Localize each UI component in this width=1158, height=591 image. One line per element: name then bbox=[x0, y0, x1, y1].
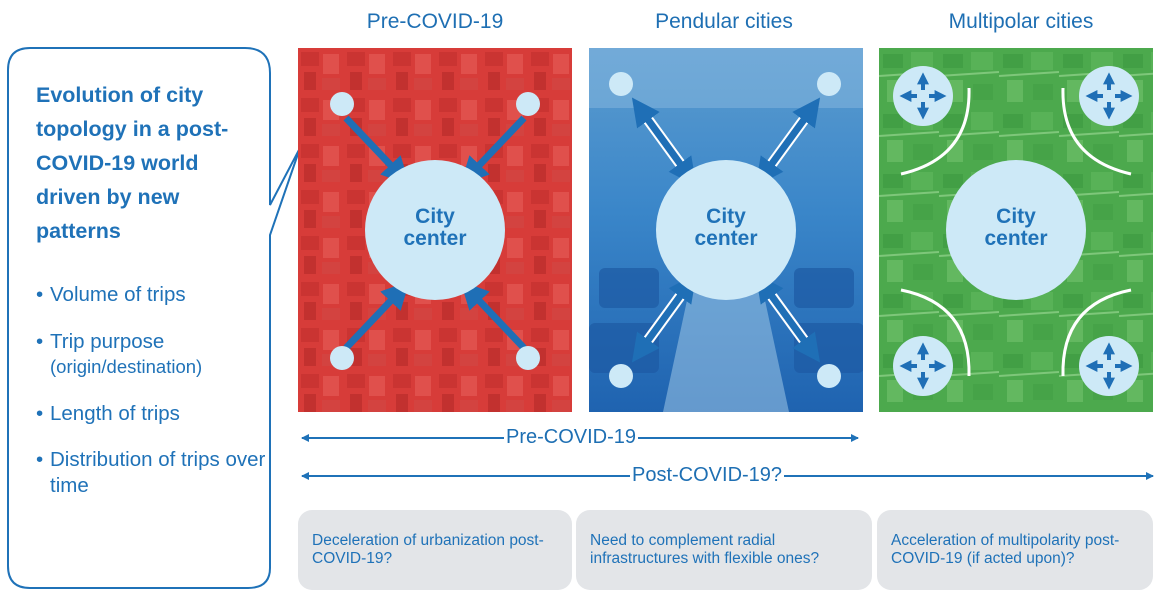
origin-node bbox=[817, 72, 841, 96]
arrow-bidirectional bbox=[755, 97, 821, 187]
list-item: Length of trips bbox=[36, 401, 276, 427]
origin-node bbox=[330, 346, 354, 370]
arrow-bidirectional bbox=[755, 273, 821, 363]
note-pre-covid: Deceleration of urbanization post-COVID-… bbox=[298, 510, 572, 590]
boundary-arc bbox=[1061, 87, 1132, 176]
origin-node bbox=[330, 92, 354, 116]
arrow-bidirectional bbox=[631, 97, 697, 187]
arrow-in bbox=[460, 280, 527, 351]
origin-node bbox=[516, 92, 540, 116]
city-center-circle bbox=[365, 160, 505, 300]
note-multipolar: Acceleration of multipolarity post-COVID… bbox=[877, 510, 1153, 590]
note-pendular: Need to complement radial infrastructure… bbox=[576, 510, 872, 590]
origin-node bbox=[609, 364, 633, 388]
callout-title: Evolution of city topology in a post-COV… bbox=[36, 83, 229, 243]
pattern-list: Volume of trips Trip purpose(origin/dest… bbox=[36, 282, 276, 519]
column-title-pre-covid: Pre-COVID-19 bbox=[366, 10, 504, 33]
arrow-in bbox=[343, 280, 410, 351]
boundary-arc bbox=[1061, 288, 1132, 377]
origin-node bbox=[817, 364, 841, 388]
list-item: Volume of trips bbox=[36, 282, 276, 308]
timeline-pre-covid-label: Pre-COVID-19 bbox=[504, 426, 639, 449]
hub-multidirectional-icon bbox=[893, 336, 953, 396]
arrow-in bbox=[460, 115, 527, 186]
list-item: Distribution of trips over time bbox=[36, 447, 276, 498]
hub-multidirectional-icon bbox=[1079, 336, 1139, 396]
origin-node bbox=[609, 72, 633, 96]
boundary-arc bbox=[900, 288, 971, 377]
city-center-circle bbox=[656, 160, 796, 300]
panel-pre-covid-graphic bbox=[298, 48, 572, 412]
hub-multidirectional-icon bbox=[893, 66, 953, 126]
timeline-post-covid-label: Post-COVID-19? bbox=[630, 464, 785, 487]
arrow-bidirectional bbox=[631, 273, 697, 363]
list-item: Trip purpose(origin/destination) bbox=[36, 329, 276, 380]
hub-multidirectional-icon bbox=[1079, 66, 1139, 126]
panel-multipolar-graphic bbox=[879, 48, 1153, 412]
boundary-arc bbox=[900, 87, 971, 176]
column-title-pendular: Pendular cities bbox=[655, 10, 793, 33]
city-center-circle bbox=[946, 160, 1086, 300]
arrow-in bbox=[343, 115, 410, 186]
origin-node bbox=[516, 346, 540, 370]
panel-pendular-graphic bbox=[589, 48, 863, 412]
column-title-multipolar: Multipolar cities bbox=[948, 10, 1094, 33]
